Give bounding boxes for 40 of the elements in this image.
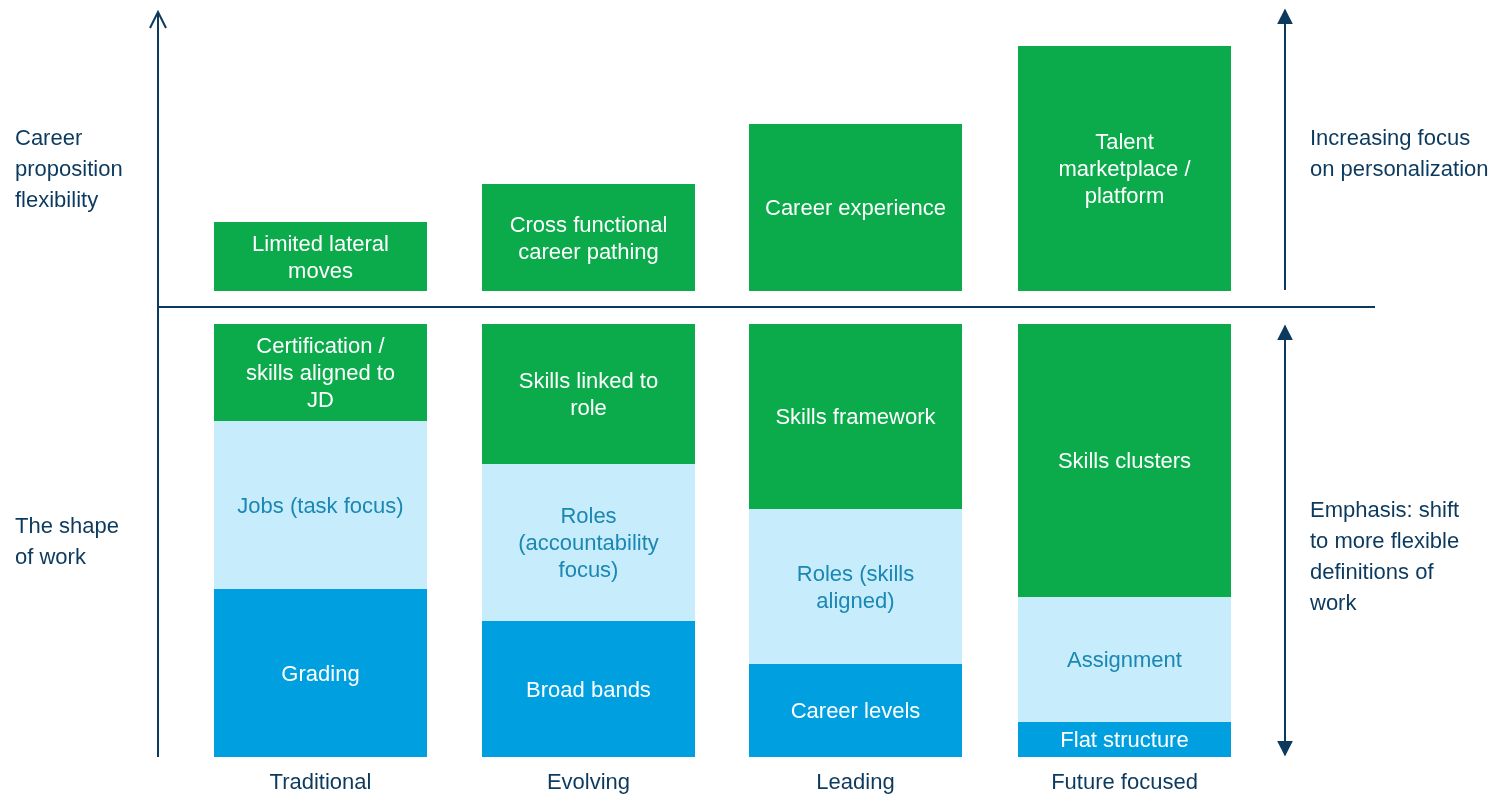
- axis-label: The shape of work: [15, 512, 120, 571]
- career-option-box: [214, 222, 427, 291]
- column-label: Future focused: [1050, 768, 1199, 796]
- box-label: Grading: [281, 659, 360, 687]
- side-note: Emphasis: shift to more flexible definitions of work: [1310, 496, 1460, 617]
- structure-block: [1018, 597, 1231, 722]
- box-label: Cross functional career pathing: [508, 210, 669, 265]
- grading-block: [482, 621, 695, 757]
- career-option-box: [482, 184, 695, 291]
- box-label: Skills linked to role: [517, 367, 660, 421]
- axis-label: Career proposition flexibility: [15, 124, 124, 214]
- box-label: Skills clusters: [1057, 447, 1192, 474]
- structure-block: [482, 464, 695, 621]
- box-label: Flat structure: [1060, 726, 1189, 753]
- skills-block: [1018, 324, 1231, 597]
- column-label: Evolving: [545, 768, 632, 796]
- column-label: Leading: [815, 768, 896, 796]
- box-label: Broad bands: [526, 675, 651, 703]
- career-option-box: [1018, 46, 1231, 291]
- career-option-box: [749, 124, 962, 291]
- box-label: Roles (accountability focus): [517, 502, 660, 583]
- box-label: Assignment: [1067, 646, 1182, 673]
- structure-block: [214, 421, 427, 589]
- grading-block: [1018, 722, 1231, 757]
- grading-block: [749, 664, 962, 757]
- skills-block: [214, 324, 427, 421]
- box-label: Career levels: [790, 697, 921, 724]
- skills-block: [749, 324, 962, 509]
- box-label: Career experience: [765, 194, 946, 221]
- box-label: Talent marketplace / platform: [1057, 128, 1192, 209]
- box-label: Jobs (task focus): [237, 491, 404, 519]
- box-label: Certification / skills aligned to JD: [244, 332, 397, 413]
- column-label: Traditional: [268, 768, 373, 796]
- box-label: Skills framework: [775, 403, 936, 430]
- skills-block: [482, 324, 695, 464]
- structure-block: [749, 509, 962, 664]
- grading-block: [214, 589, 427, 757]
- box-label: Limited lateral moves: [251, 229, 390, 284]
- side-note: Increasing focus on personalization: [1310, 124, 1490, 183]
- box-label: Roles (skills aligned): [795, 559, 916, 614]
